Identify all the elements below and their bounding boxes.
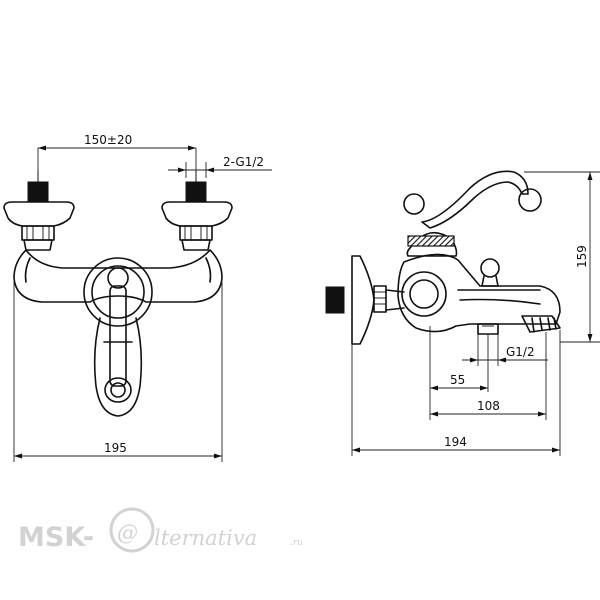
watermark-at-sign: @ xyxy=(117,521,138,545)
dim-55: 55 xyxy=(430,373,488,391)
side-body xyxy=(397,253,561,333)
dim-2-g12-label: 2-G1/2 xyxy=(223,155,264,169)
dim-2-g12: 2-G1/2 xyxy=(168,155,272,178)
dim-194: 194 xyxy=(352,435,560,453)
dim-195: 195 xyxy=(14,441,222,459)
side-wall-flange xyxy=(351,255,375,345)
left-inlet xyxy=(3,170,75,251)
mixer-body xyxy=(13,249,223,303)
dim-g12-outlet-label: G1/2 xyxy=(506,345,535,359)
watermark-logo: MSK- @ lternativa .ru xyxy=(18,507,303,553)
right-inlet xyxy=(161,170,233,251)
dim-159-label: 159 xyxy=(575,245,589,268)
dim-194-label: 194 xyxy=(444,435,467,449)
dim-159: 159 xyxy=(575,172,593,342)
side-lever-handle xyxy=(421,170,529,229)
watermark-suffix: .ru xyxy=(290,538,303,548)
front-view xyxy=(3,170,233,462)
cartridge-ring xyxy=(83,257,153,327)
side-inlet-nut xyxy=(325,286,345,314)
watermark-name: lternativa xyxy=(154,526,257,550)
side-bottom-outlet xyxy=(477,323,499,335)
watermark-prefix: MSK- xyxy=(18,522,94,553)
side-cartridge-cap xyxy=(406,231,458,257)
side-view xyxy=(325,170,600,456)
dim-195-label: 195 xyxy=(104,441,127,455)
dim-55-label: 55 xyxy=(450,373,465,387)
lever-handle xyxy=(93,285,143,417)
dim-g12-outlet: G1/2 xyxy=(462,334,548,366)
side-diverter-knob xyxy=(480,258,500,287)
dim-150-20: 150±20 xyxy=(37,133,197,170)
dim-108-label: 108 xyxy=(477,399,500,413)
dim-108: 108 xyxy=(430,399,546,417)
dim-150-20-label: 150±20 xyxy=(84,133,132,147)
side-spout-tip xyxy=(521,315,561,333)
